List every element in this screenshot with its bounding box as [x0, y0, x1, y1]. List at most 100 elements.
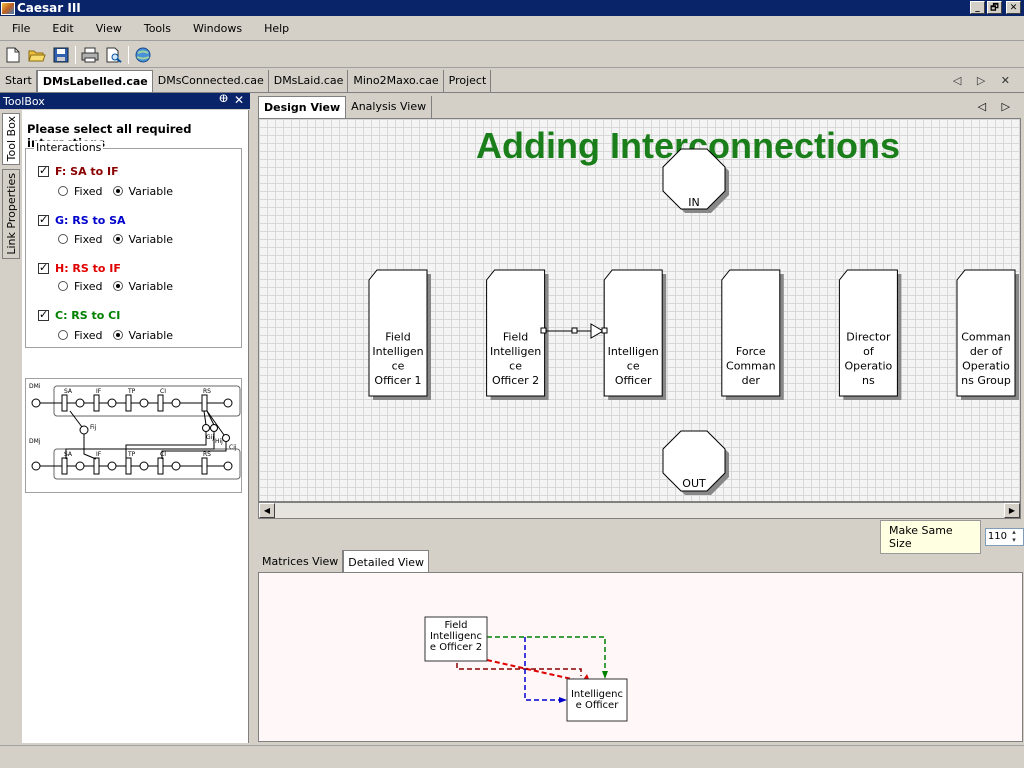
horizontal-scrollbar[interactable]: ◀ ▶ — [258, 502, 1021, 519]
window-title: Caesar III — [17, 1, 81, 15]
interaction-f-fixed-radio[interactable]: Fixed — [58, 185, 103, 198]
in-label: IN — [688, 196, 699, 209]
design-tab-navigation[interactable]: ◁ ▷ — [977, 100, 1016, 113]
title-bar: Caesar III _ 🗗 ✕ — [0, 0, 1024, 16]
side-tab-link-properties[interactable]: Link Properties — [2, 169, 20, 259]
make-same-size-button[interactable]: Make Same Size — [880, 520, 981, 554]
interaction-h-variable-radio[interactable]: Variable — [112, 280, 173, 293]
size-spinner[interactable]: 110 — [984, 528, 1024, 546]
toolbar-separator — [75, 45, 76, 64]
interaction-c[interactable]: C: RS to CI — [38, 308, 120, 322]
node-label-line: Comman — [726, 360, 776, 373]
pin-icon[interactable]: ⴲ — [219, 94, 228, 105]
interaction-f-label: F: SA to IF — [55, 165, 119, 178]
interactions-group-label: Interactions — [34, 141, 104, 154]
tab-dmslaid[interactable]: DMsLaid.cae — [269, 70, 349, 92]
in-node[interactable]: IN — [662, 148, 729, 213]
print-icon[interactable] — [80, 45, 100, 65]
interaction-h-checkbox[interactable] — [38, 261, 49, 274]
menu-help[interactable]: Help — [264, 22, 290, 35]
interaction-c-fixed-radio[interactable]: Fixed — [58, 329, 103, 342]
link-g-arrow — [559, 697, 567, 703]
node-label-line: Officer 1 — [374, 374, 421, 387]
node-label-line: ce — [392, 360, 405, 373]
out-node[interactable]: OUT — [662, 430, 729, 495]
node-label-line: Operatio — [845, 360, 893, 373]
node-label-line: ns — [862, 374, 875, 387]
open-folder-icon[interactable] — [27, 45, 47, 65]
node-body — [956, 269, 1016, 397]
interaction-g[interactable]: G: RS to SA — [38, 213, 126, 227]
tab-mino2maxo[interactable]: Mino2Maxo.cae — [348, 70, 444, 92]
interaction-h-mode: Fixed Variable — [58, 280, 173, 293]
detail-target-node[interactable]: Intelligenc e Officer — [566, 678, 628, 722]
menu-file[interactable]: File — [12, 22, 31, 35]
save-icon[interactable] — [51, 45, 71, 65]
tab-dmsconnected[interactable]: DMsConnected.cae — [153, 70, 269, 92]
scroll-left-icon[interactable]: ◀ — [259, 503, 275, 518]
interaction-f-checkbox[interactable] — [38, 164, 49, 177]
link-h — [486, 659, 595, 685]
web-icon[interactable] — [133, 45, 153, 65]
interaction-g-fixed-radio[interactable]: Fixed — [58, 233, 103, 246]
menu-view[interactable]: View — [95, 22, 122, 35]
tab-detailed-view[interactable]: Detailed View — [343, 550, 430, 572]
close-button[interactable]: ✕ — [1006, 1, 1021, 14]
tab-design-view[interactable]: Design View — [258, 96, 347, 118]
detail-source-node[interactable]: Field Intelligenc e Officer 2 — [424, 616, 488, 662]
interaction-c-checkbox[interactable] — [38, 308, 49, 321]
interaction-g-checkbox[interactable] — [38, 213, 49, 226]
svg-text:Field: Field — [444, 620, 467, 631]
tab-analysis-view[interactable]: Analysis View — [346, 96, 433, 118]
tab-dmslabelled[interactable]: DMsLabelled.cae — [36, 70, 153, 92]
svg-text:e Officer 2: e Officer 2 — [430, 642, 482, 653]
interaction-g-variable-radio[interactable]: Variable — [112, 233, 173, 246]
app-icon — [1, 1, 15, 15]
scroll-right-icon[interactable]: ▶ — [1004, 503, 1020, 518]
interaction-h[interactable]: H: RS to IF — [38, 261, 121, 275]
tab-project[interactable]: Project — [444, 70, 492, 92]
interaction-c-mode: Fixed Variable — [58, 329, 173, 342]
dm-j-stage-ci: CI — [160, 451, 166, 458]
node-label-line: Intelligen — [608, 345, 659, 358]
node-label-line: ns Group — [961, 374, 1011, 387]
restore-button[interactable]: 🗗 — [987, 1, 1002, 14]
tab-navigation-controls[interactable]: ◁ ▷ ✕ — [952, 74, 1016, 87]
dm-i-stage-ci: CI — [160, 388, 166, 395]
dm-i-stage-tp: TP — [127, 388, 136, 395]
tab-matrices-view[interactable]: Matrices View — [258, 550, 344, 572]
interconnection-link[interactable] — [540, 323, 608, 339]
interaction-f-variable-radio[interactable]: Variable — [112, 185, 173, 198]
tab-start[interactable]: Start — [0, 70, 37, 92]
menu-windows[interactable]: Windows — [192, 22, 243, 35]
toolbox-close-icon[interactable]: ✕ — [233, 93, 244, 107]
toolbar — [0, 42, 1024, 68]
detailed-view-canvas[interactable]: Field Intelligenc e Officer 2 Intelligen… — [258, 572, 1023, 742]
node-label-line: Comman — [961, 331, 1011, 344]
interaction-c-variable-radio[interactable]: Variable — [112, 329, 173, 342]
minimize-button[interactable]: _ — [970, 1, 985, 14]
interaction-h-fixed-radio[interactable]: Fixed — [58, 280, 103, 293]
design-tab-strip: Design View Analysis View — [258, 96, 433, 118]
toolbox-panel: Please select all required interactions … — [22, 110, 249, 743]
out-label: OUT — [682, 477, 706, 490]
side-tab-toolbox[interactable]: Tool Box — [2, 113, 20, 165]
new-file-icon[interactable] — [3, 45, 23, 65]
same-size-controls: Make Same Size 110 — [880, 520, 1024, 554]
link-c — [487, 636, 606, 673]
interactions-group: Interactions F: SA to IF Fixed Variable … — [25, 141, 242, 348]
menu-tools[interactable]: Tools — [143, 22, 171, 35]
node-label-line: Field — [503, 331, 528, 344]
interaction-f[interactable]: F: SA to IF — [38, 164, 119, 178]
print-preview-icon[interactable] — [104, 45, 124, 65]
menu-edit[interactable]: Edit — [52, 22, 74, 35]
link-g — [524, 637, 559, 701]
